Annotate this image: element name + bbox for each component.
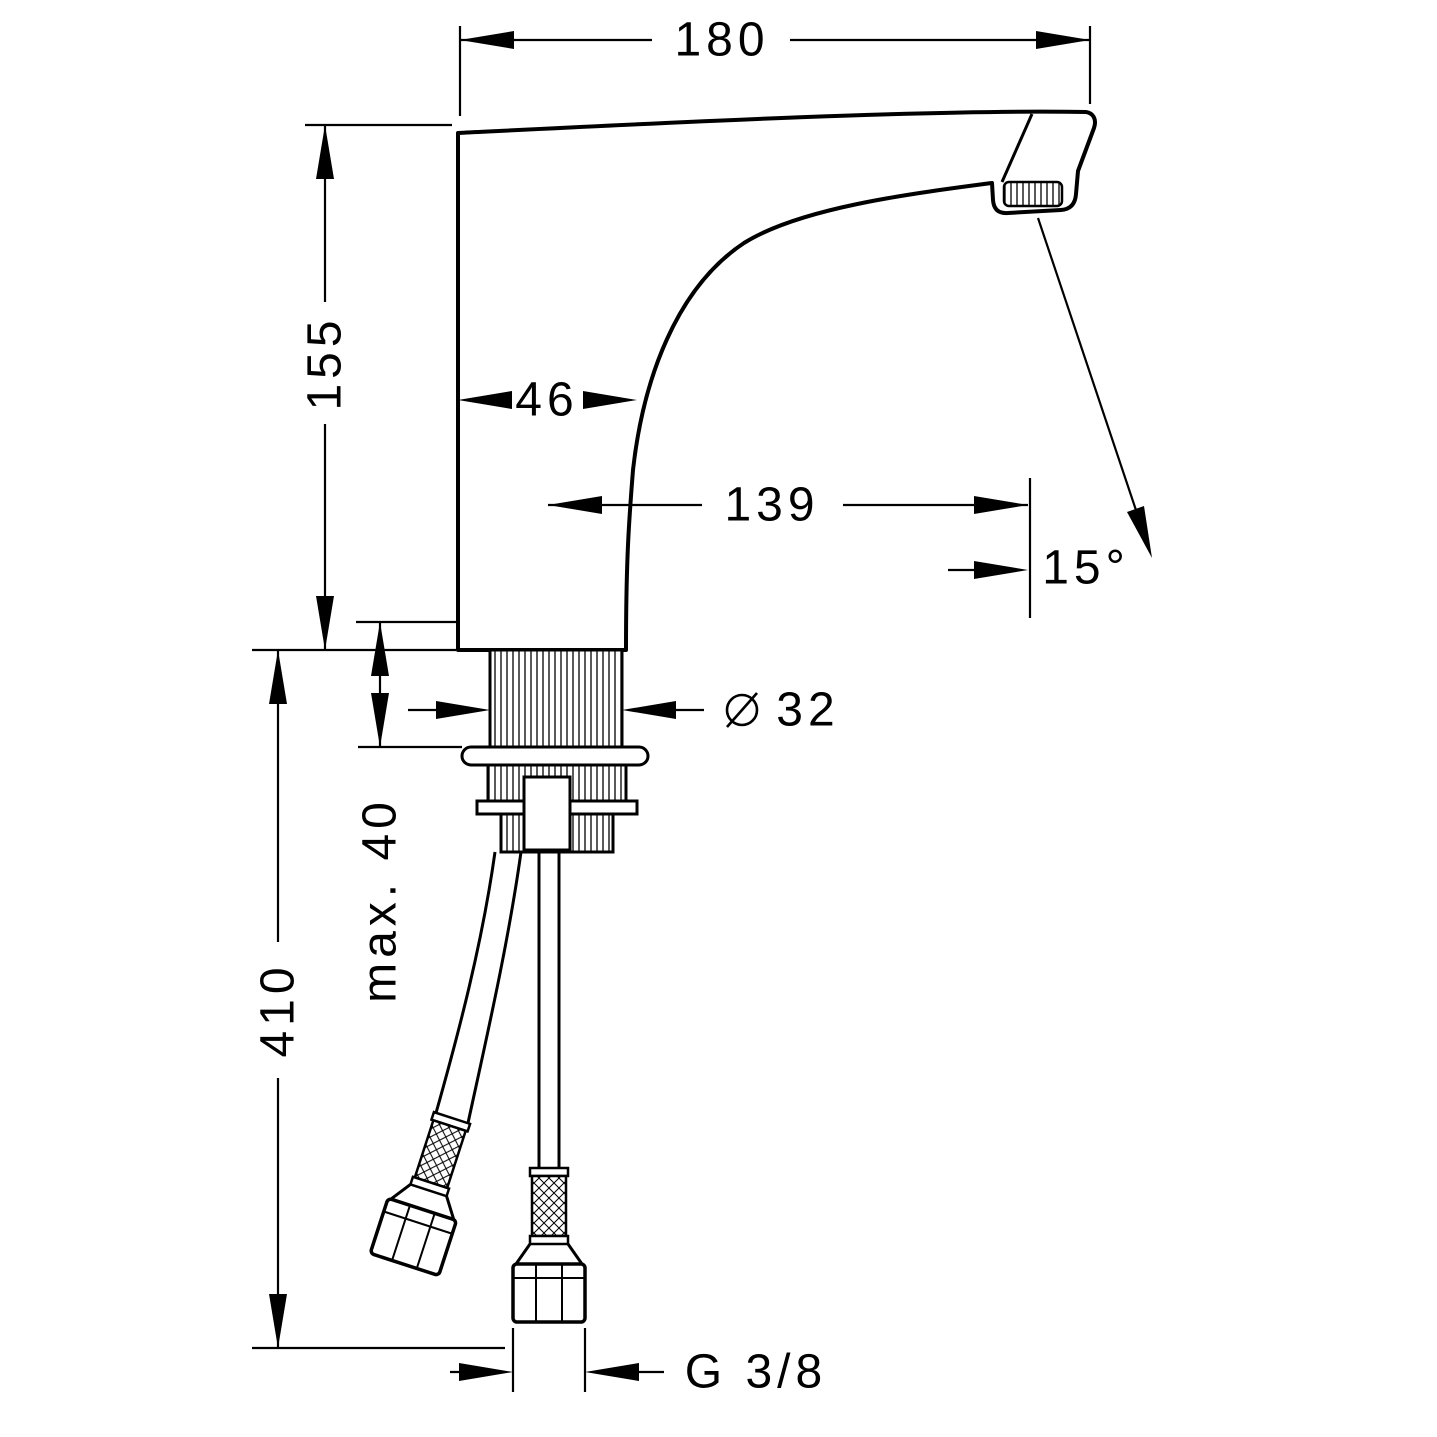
- hose-collar-bottom: [528, 1234, 570, 1246]
- dim-label-155: 155: [299, 315, 352, 410]
- hose-nut-facets: [383, 1204, 453, 1269]
- hose-nut-facets: [513, 1264, 585, 1322]
- dim-hole-diameter: 32: [408, 684, 839, 737]
- arrow-down: [316, 596, 334, 650]
- faucet: [456, 109, 1097, 652]
- dim-hose-length: 410: [252, 648, 505, 1350]
- arrow-right: [1036, 31, 1090, 49]
- dim-connection-thread: G 3/8: [450, 1328, 827, 1399]
- hose-nut-transition: [514, 1243, 584, 1265]
- arrow-left: [460, 31, 514, 49]
- hose-center-tube: [537, 852, 561, 1168]
- hose-nut: [369, 1197, 458, 1277]
- dim-max-deck-thickness: max. 40: [354, 620, 462, 1003]
- dim-label-15deg: 15°: [1042, 542, 1130, 595]
- hose-end-center: [511, 1166, 587, 1324]
- mounting-flange: [460, 745, 650, 767]
- arrow-right: [974, 561, 1028, 579]
- arrow-down: [371, 693, 389, 747]
- dim-label-max40: max. 40: [354, 797, 407, 1003]
- hose-braid: [530, 1174, 568, 1238]
- arrow-down: [269, 1294, 287, 1348]
- dim-label-180: 180: [674, 14, 769, 67]
- hose-nut: [511, 1262, 587, 1324]
- hose-left-tube: [434, 851, 523, 1124]
- dim-label-139: 139: [724, 479, 819, 532]
- dim-lines: [458, 26, 1092, 116]
- fixing-tab: [522, 775, 572, 852]
- dim-spout-width: 180: [458, 14, 1092, 116]
- diameter-icon-circle: [725, 693, 759, 727]
- hose-end-left: [369, 1110, 472, 1277]
- mounting-assembly: [460, 648, 650, 854]
- arrow-diagonal: [1127, 506, 1152, 558]
- dim-spout-reach: 139: [548, 478, 1032, 618]
- hose-collar-bottom: [408, 1175, 451, 1198]
- hose-nut-transition: [390, 1183, 456, 1220]
- arrow-right-in: [436, 701, 490, 719]
- dim-spray-angle: 15°: [948, 217, 1152, 595]
- dim-label-46: 46: [515, 374, 578, 427]
- arrow-up: [269, 650, 287, 704]
- diameter-icon-slash: [726, 692, 758, 728]
- dim-lines: [252, 648, 505, 1350]
- arrow-up: [316, 125, 334, 179]
- arrow-left-in: [585, 1363, 639, 1381]
- dim-label-32: 32: [776, 684, 839, 737]
- arrow-right-in: [459, 1363, 513, 1381]
- arrow-left-in: [622, 701, 676, 719]
- dim-lines: [450, 1328, 664, 1392]
- spout-tip-seam: [1000, 113, 1034, 183]
- dim-height: 155: [299, 123, 452, 650]
- arrow-right: [974, 496, 1028, 514]
- dim-label-g38: G 3/8: [685, 1346, 827, 1399]
- dim-body-depth: 46: [458, 374, 637, 427]
- arrow-left: [548, 496, 602, 514]
- dim-label-410: 410: [252, 962, 305, 1057]
- supply-hoses: [369, 851, 587, 1324]
- threaded-shank: [488, 648, 624, 749]
- faucet-outline: [456, 109, 1097, 652]
- arrow-left: [458, 391, 512, 409]
- aerator-detail: [1002, 180, 1064, 208]
- diameter-icon: [725, 692, 759, 728]
- arrow-right: [583, 391, 637, 409]
